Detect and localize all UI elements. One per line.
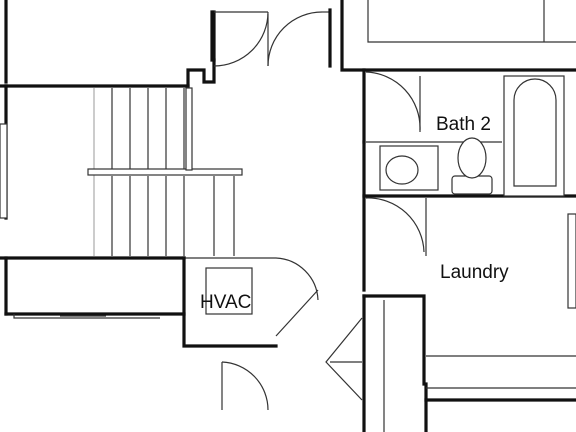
laundry-room: Laundry (362, 194, 576, 432)
hvac-closet: HVAC (182, 256, 319, 348)
window-right (567, 213, 576, 309)
walls-top-right (340, 0, 576, 72)
toilet-icon (451, 137, 493, 195)
stairs (87, 87, 243, 256)
laundry-label: Laundry (440, 262, 509, 283)
bathtub-icon (503, 75, 565, 197)
stair-rail (87, 168, 243, 176)
walls-lower-left (0, 256, 186, 319)
window-left (0, 123, 8, 219)
bath-room: Bath 2 (362, 68, 576, 198)
hvac-label: HVAC (200, 292, 251, 313)
bath-label: Bath 2 (436, 114, 491, 135)
double-door-top (212, 8, 332, 68)
door-lower-hall (221, 361, 269, 411)
stair-newel (185, 87, 193, 171)
closet-door-lower (325, 294, 385, 432)
sink-icon (385, 155, 419, 185)
hvac-unit (205, 267, 253, 315)
walls-upper-left (0, 0, 216, 220)
